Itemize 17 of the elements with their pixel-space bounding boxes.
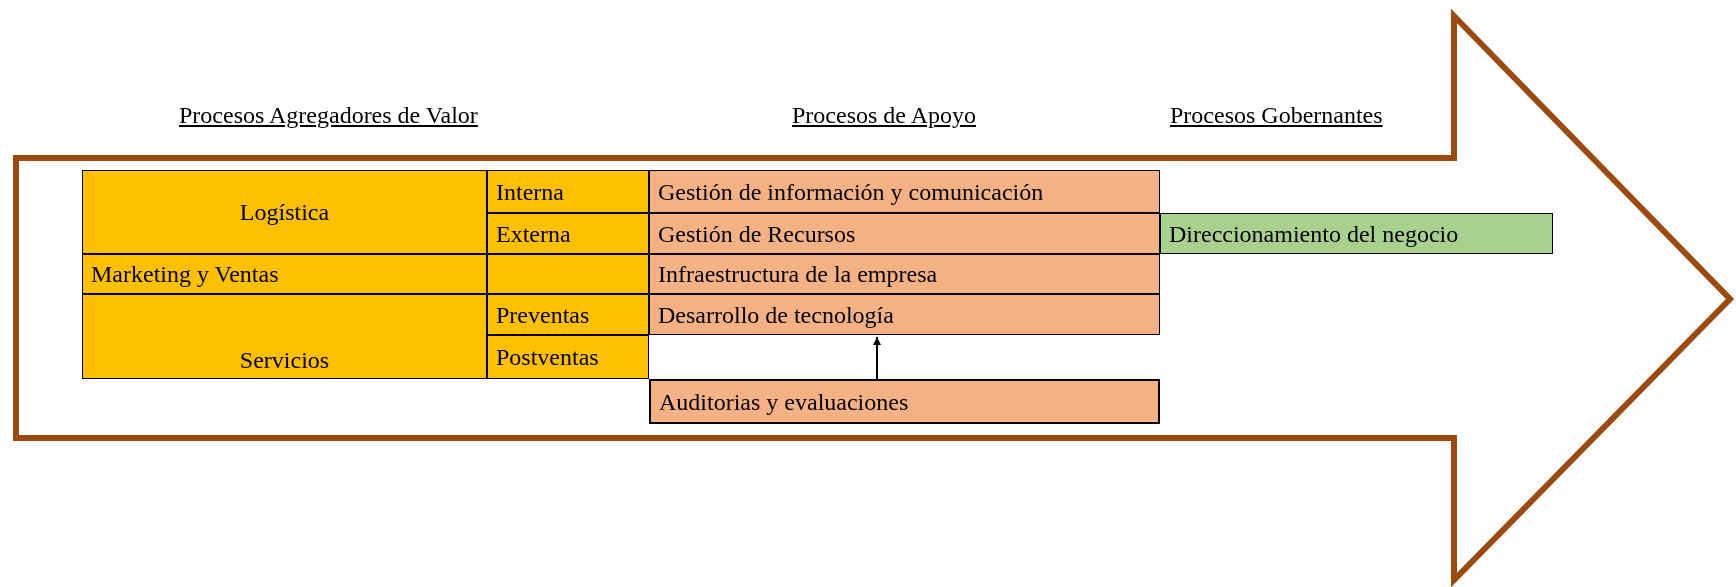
process-cell: Logística: [82, 170, 487, 254]
process-cell: Marketing y Ventas: [82, 254, 487, 294]
process-cell: Servicios: [82, 294, 487, 379]
column-heading: Procesos Agregadores de Valor: [179, 101, 478, 129]
process-cell: Preventas: [487, 294, 649, 335]
process-cell: Auditorias y evaluaciones: [649, 379, 1160, 424]
process-cell: Interna: [487, 170, 649, 213]
process-cell: Infraestructura de la empresa: [649, 254, 1160, 294]
column-heading: Procesos de Apoyo: [792, 101, 976, 129]
process-cell: Gestión de Recursos: [649, 213, 1160, 254]
column-heading: Procesos Gobernantes: [1170, 101, 1383, 129]
process-cell: Postventas: [487, 335, 649, 379]
process-cell: Externa: [487, 213, 649, 254]
process-cell: Direccionamiento del negocio: [1160, 213, 1553, 254]
process-cell: Gestión de información y comunicación: [649, 170, 1160, 213]
arrow: [873, 336, 881, 380]
process-cell: Desarrollo de tecnología: [649, 294, 1160, 335]
